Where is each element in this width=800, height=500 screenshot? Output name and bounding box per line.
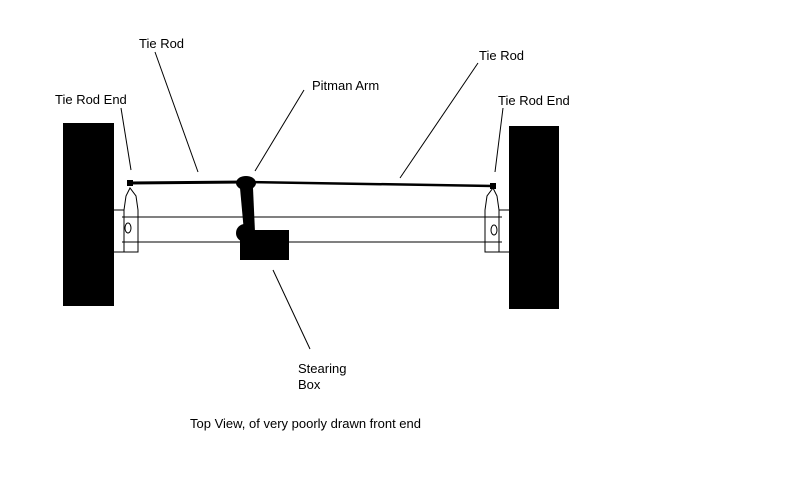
right-tie-rod-end	[490, 183, 496, 189]
tie-rod	[129, 180, 247, 185]
left-spindle	[114, 187, 139, 253]
steering-box	[240, 230, 289, 260]
axle-beam	[122, 216, 502, 243]
right-spindle	[484, 187, 509, 253]
leader-lines	[120, 51, 504, 350]
pitman-arm-joint	[236, 176, 256, 190]
right-wheel	[509, 126, 559, 309]
left-tie-rod-end	[127, 180, 133, 186]
steering-box-label-line2: Box	[298, 377, 321, 392]
left-wheel	[63, 123, 114, 306]
tie-rod-end-right-label: Tie Rod End	[498, 93, 570, 108]
tie-rod-left-label: Tie Rod	[139, 36, 185, 51]
steering-box-label-line1: Stearing	[298, 361, 347, 376]
pitman-arm	[240, 188, 255, 232]
drag-link	[245, 180, 494, 188]
pitman-arm-label: Pitman Arm	[312, 78, 380, 93]
diagram-caption: Top View, of very poorly drawn front end	[190, 416, 421, 431]
tie-rod-end-left-label: Tie Rod End	[55, 92, 127, 107]
tie-rod-right-label: Tie Rod	[479, 48, 525, 63]
